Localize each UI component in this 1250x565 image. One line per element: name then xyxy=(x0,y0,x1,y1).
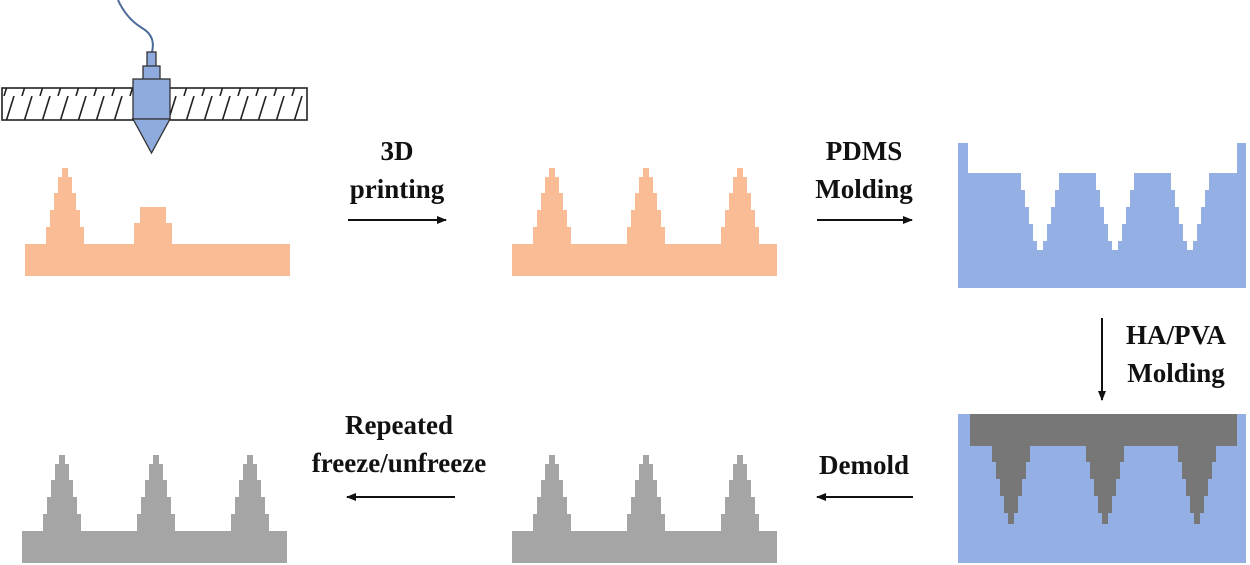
label-pdms: PDMS xyxy=(826,136,903,166)
label-freeze-unfreeze: freeze/unfreeze xyxy=(312,448,486,478)
label-pdms-molding: Molding xyxy=(815,174,913,204)
printer-icon xyxy=(1,0,308,155)
printer-nozzle-icon xyxy=(131,51,172,155)
label-hapva-molding: Molding xyxy=(1127,358,1225,388)
label-repeated: Repeated xyxy=(345,410,453,440)
label-3d: 3D xyxy=(381,136,414,166)
printed-master-full xyxy=(512,168,777,276)
filled-mold xyxy=(958,414,1246,563)
pdms-mold xyxy=(958,143,1246,288)
final-microneedles xyxy=(22,455,287,563)
filled-mold-hapva xyxy=(970,414,1237,524)
label-demold: Demold xyxy=(819,450,909,480)
printed-master-partial xyxy=(25,168,290,276)
label-hapva: HA/PVA xyxy=(1126,320,1227,350)
label-printing: printing xyxy=(350,174,445,204)
demolded-microneedles xyxy=(512,455,777,563)
printer-cable xyxy=(117,0,154,53)
